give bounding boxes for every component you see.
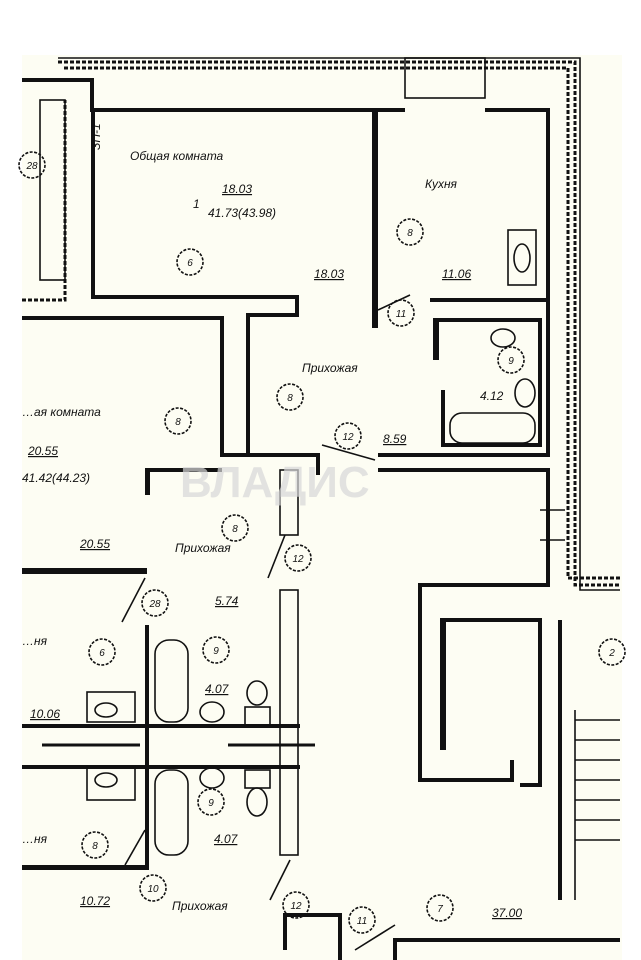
room-name: …ня <box>22 634 48 648</box>
room-marker-circle <box>282 891 310 919</box>
room-marker-label: 11 <box>396 309 406 320</box>
room-area: 37.00 <box>492 906 522 920</box>
room-area: 5.74 <box>215 594 239 608</box>
room-marker-circle <box>387 299 415 327</box>
room-marker-label: 8 <box>175 417 181 428</box>
room-marker-circle <box>348 906 376 934</box>
room-marker-circle <box>426 894 454 922</box>
room-marker-circle <box>284 544 312 572</box>
room-marker-label: 9 <box>508 356 514 367</box>
room-marker-label: 8 <box>407 228 413 239</box>
room-area: 10.72 <box>80 894 110 908</box>
bathtub-top <box>449 412 536 444</box>
doors <box>121 294 411 951</box>
watermark: ВЛАДИС <box>180 458 370 507</box>
room-name: Прихожая <box>175 541 231 555</box>
room-marker-label: 12 <box>290 901 302 912</box>
room-marker-circle <box>18 151 46 179</box>
riser-label: ЗП-1 <box>89 123 103 150</box>
room-area: 18.03 <box>314 267 344 281</box>
room-marker-circle <box>276 383 304 411</box>
room-marker-circle <box>334 422 362 450</box>
room-marker-label: 28 <box>25 161 38 172</box>
room-marker-label: 9 <box>208 798 214 809</box>
washbasin-top <box>514 378 536 408</box>
room-area: 4.07 <box>205 682 230 696</box>
staircase <box>574 710 620 900</box>
room-name: Кухня <box>425 177 458 191</box>
bathtub-mid-top <box>154 639 189 723</box>
room-area: 4.12 <box>480 389 504 403</box>
room-marker-label: 2 <box>608 648 615 659</box>
room-marker-circle <box>396 218 424 246</box>
room-marker-circle <box>139 874 167 902</box>
bathtub-mid-bottom <box>154 769 189 856</box>
room-marker-label: 11 <box>357 916 367 927</box>
room-area: 8.59 <box>383 432 407 446</box>
room-labels: Общая комната 1 18.03 41.73(43.98) 18.03… <box>22 123 522 920</box>
room-marker-circle <box>202 636 230 664</box>
room-marker-label: 6 <box>187 258 193 269</box>
room-marker-circle <box>221 514 249 542</box>
room-area: 4.07 <box>214 832 239 846</box>
exterior-walls <box>22 57 620 591</box>
room-area: 20.55 <box>27 444 58 458</box>
room-name: Прихожая <box>172 899 228 913</box>
kitchen-sink-left-bottom <box>86 766 136 801</box>
room-markers: 28 6 8 11 8 9 12 8 8 12 28 6 9 9 8 10 12 7 11 2 <box>18 151 626 934</box>
room-marker-label: 7 <box>437 904 443 915</box>
room-area: 20.55 <box>79 537 110 551</box>
room-marker-label: 28 <box>148 599 161 610</box>
kitchen-sink <box>507 229 537 286</box>
room-name: …ня <box>22 832 48 846</box>
plan-background <box>22 55 622 960</box>
room-name: …ая комната <box>22 405 101 419</box>
room-marker-label: 6 <box>99 648 105 659</box>
room-marker-label: 10 <box>147 884 159 895</box>
fixtures <box>39 99 537 856</box>
room-marker-circle <box>141 589 169 617</box>
room-marker-circle <box>164 407 192 435</box>
kitchen-sink-left-top <box>86 691 136 723</box>
room-name: Прихожая <box>302 361 358 375</box>
room-marker-label: 9 <box>213 646 219 657</box>
apartment-area: 41.42(44.23) <box>22 471 90 485</box>
room-marker-circle <box>598 638 626 666</box>
shaft <box>39 99 66 281</box>
room-marker-label: 8 <box>92 841 98 852</box>
room-marker-label: 8 <box>232 524 238 535</box>
room-marker-label: 8 <box>287 393 293 404</box>
room-marker-label: 12 <box>342 432 354 443</box>
room-marker-circle <box>497 346 525 374</box>
room-marker-circle <box>197 788 225 816</box>
room-marker-label: 12 <box>292 554 304 565</box>
room-marker-circle <box>81 831 109 859</box>
room-name: Общая комната <box>130 149 224 163</box>
room-marker-circle <box>176 248 204 276</box>
room-area: 11.06 <box>442 267 471 281</box>
interior-walls <box>22 78 620 960</box>
room-index: 1 <box>193 197 200 211</box>
room-marker-circle <box>88 638 116 666</box>
toilet-top <box>490 328 516 348</box>
room-area: 18.03 <box>222 182 252 196</box>
apartment-area: 41.73(43.98) <box>208 206 276 220</box>
room-area: 10.06 <box>30 707 60 721</box>
